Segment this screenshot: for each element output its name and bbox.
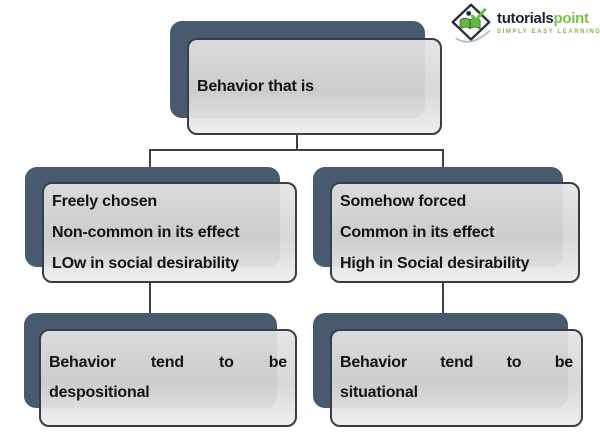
right-result-word-3: to [506,354,522,371]
left-result-word-4: be [268,354,287,371]
right-branch-line-2: Common in its effect [340,224,495,241]
right-result-line-1: Behavior tend to be [340,348,573,378]
connector-right-drop [442,149,444,168]
left-branch-box: Freely chosen Non-common in its effect L… [42,182,297,283]
connector-left-drop [149,149,151,168]
left-branch-line-3: LOw in social desirability [52,255,239,272]
logo-tagline: SIMPLY EASY LEARNING [497,29,600,35]
right-branch-line-3: High in Social desirability [340,255,530,272]
logo-brand: tutorialspoint [497,11,600,27]
left-result-word-3: to [218,354,234,371]
root-node-label: Behavior that is [197,78,314,95]
right-result-word-1: Behavior [340,354,407,371]
right-branch-line-1: Somehow forced [340,193,467,210]
logo-brand-accent: point [553,10,589,27]
right-branch-box: Somehow forced Common in its effect High… [330,182,580,283]
tutorialspoint-logo: tutorialspoint SIMPLY EASY LEARNING [449,2,600,44]
right-result-word-2: tend [440,354,474,371]
right-result-word-4: be [554,354,573,371]
connector-root-stem [296,133,298,151]
root-node-box: Behavior that is [187,38,442,135]
left-result-line-1: Behavior tend to be [49,348,287,378]
logo-text-block: tutorialspoint SIMPLY EASY LEARNING [497,11,600,36]
connector-branch-bar [149,149,444,151]
tutorialspoint-logo-icon [451,3,491,43]
left-result-word-1: Behavior [49,354,116,371]
right-result-box: Behavior tend to be situational [330,329,583,427]
left-result-box: Behavior tend to be despositional [39,329,297,427]
connector-right-result [442,282,444,314]
connector-left-result [149,282,151,314]
left-result-word-2: tend [150,354,184,371]
logo-brand-dark: tutorials [497,10,554,27]
right-result-line-2: situational [340,384,418,401]
left-branch-line-1: Freely chosen [52,193,158,210]
left-result-line-2: despositional [49,384,150,401]
left-branch-line-2: Non-common in its effect [52,224,240,241]
